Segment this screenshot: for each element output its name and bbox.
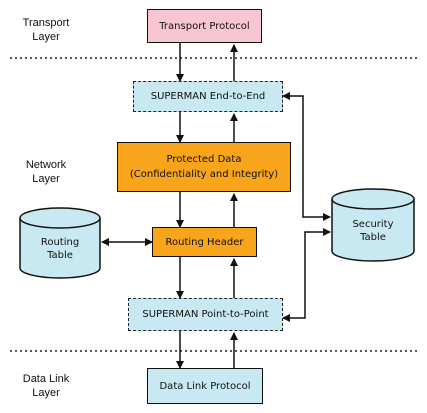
routing-table-label: Routing Table [40,237,80,261]
superman-end-to-end-box: SUPERMAN End-to-End [133,81,283,112]
security-table-label: Security Table [352,219,394,243]
datalink-layer-label: Data Link Layer [22,373,70,399]
flow-arrows [176,43,238,369]
network-layer-label: Network Layer [25,159,67,185]
routing-table-store [19,207,101,279]
superman-point-to-point-box: SUPERMAN Point-to-Point [128,298,283,331]
security-table-store [331,188,415,262]
transport-layer-label: Transport Layer [22,17,70,43]
data-link-protocol-box: Data Link Protocol [147,368,263,404]
security-table-links [282,92,331,322]
routing-header-box: Routing Header [152,227,257,257]
transport-protocol-box: Transport Protocol [147,9,262,43]
protected-data-box: Protected Data (Confidentiality and Inte… [117,142,291,192]
